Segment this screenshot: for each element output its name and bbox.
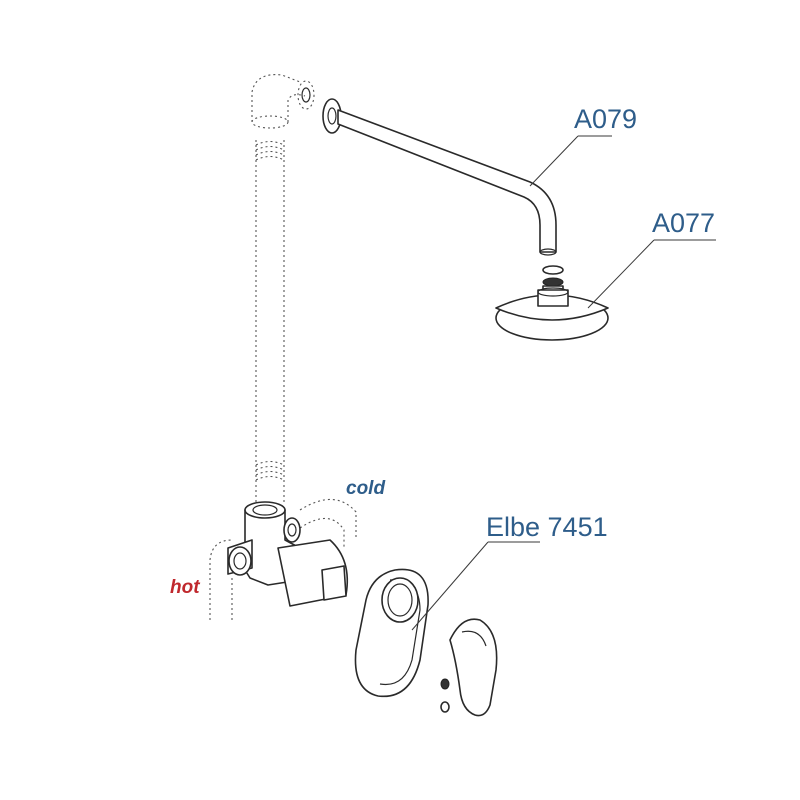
label-mixer: Elbe 7451 (486, 512, 608, 542)
label-hot: hot (170, 577, 200, 598)
screws (440, 678, 450, 713)
cover-plate (354, 568, 429, 698)
mixer-valve-body (227, 501, 349, 607)
label-shower-arm: A079 (574, 104, 638, 134)
label-cold: cold (346, 478, 386, 499)
shower-head (495, 287, 609, 341)
label-shower-head: A077 (652, 208, 716, 238)
shower-arm (322, 98, 557, 256)
leader-lines (411, 135, 716, 631)
lever-handle (449, 618, 498, 717)
elbow-fitting (251, 74, 315, 129)
riser-pipe (255, 140, 285, 505)
supply-lines (209, 498, 357, 620)
